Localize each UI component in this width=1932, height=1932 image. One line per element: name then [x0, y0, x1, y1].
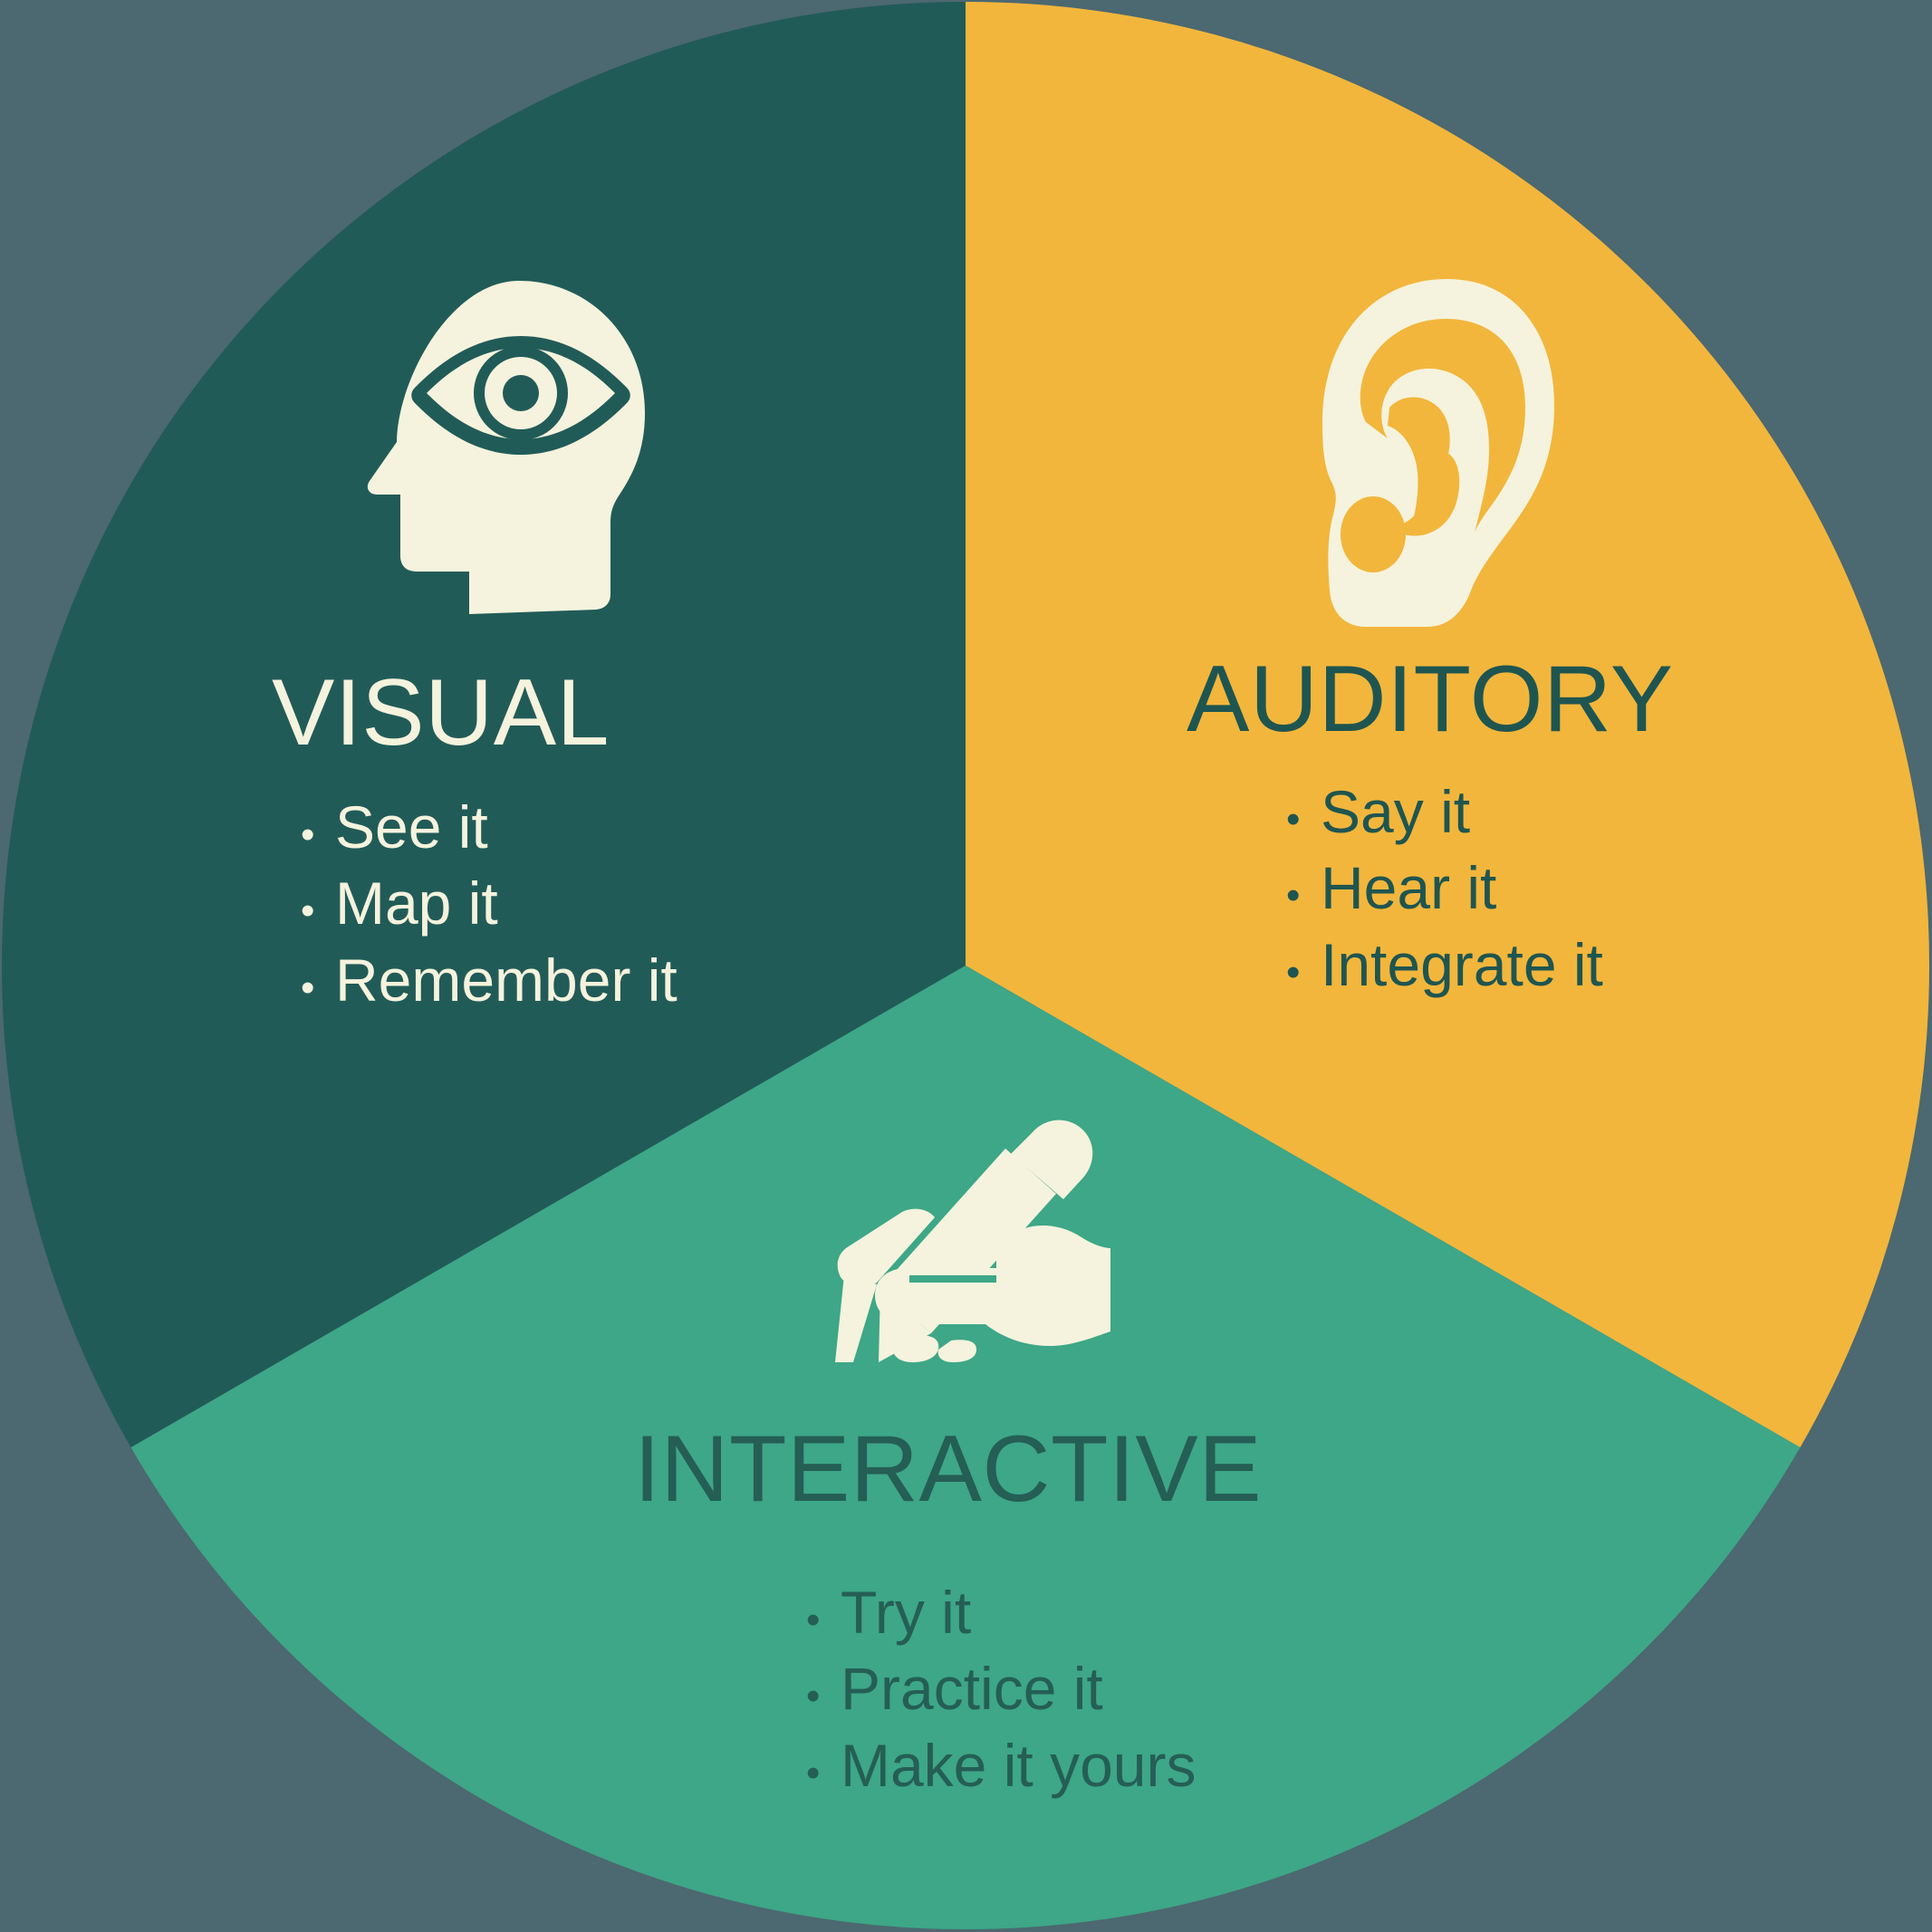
list-item: • Say it — [1286, 774, 1875, 850]
segment-title-interactive: INTERACTIVE — [634, 1417, 1263, 1522]
list-item: • Integrate it — [1286, 927, 1875, 1003]
list-item-label: Make it yours — [841, 1731, 1197, 1799]
pie-slice-auditory[interactable] — [966, 2, 1929, 1447]
segment-list-auditory: • Say it • Hear it • Integrate it — [1286, 774, 1875, 1003]
bullet-icon: • — [1286, 873, 1301, 918]
list-item-label: Practice it — [841, 1655, 1103, 1723]
list-item-label: Integrate it — [1321, 930, 1603, 998]
segment-visual: VISUAL • See it • Map it • Remember it — [272, 666, 960, 1018]
list-item-label: Hear it — [1321, 854, 1497, 922]
segment-auditory: AUDITORY • Say it • Hear it • Integrate … — [1187, 652, 1875, 1003]
list-item: • Practice it — [806, 1650, 1431, 1726]
list-item-label: See it — [335, 793, 488, 860]
list-item-label: Try it — [841, 1579, 972, 1646]
list-item-label: Say it — [1321, 778, 1471, 845]
list-item-label: Remember it — [335, 946, 678, 1014]
bullet-icon: • — [806, 1598, 821, 1642]
segment-list-visual: • See it • Map it • Remember it — [301, 789, 960, 1018]
pie-slice-interactive[interactable] — [130, 966, 1801, 1929]
list-item: • Hear it — [1286, 850, 1875, 926]
bullet-icon: • — [806, 1674, 821, 1719]
segment-title-auditory: AUDITORY — [1187, 647, 1674, 752]
segment-interactive: INTERACTIVE • Try it • Practice it • Mak… — [634, 1422, 1431, 1803]
list-item-label: Map it — [335, 870, 498, 937]
segment-list-interactive: • Try it • Practice it • Make it yours — [806, 1574, 1431, 1803]
list-item: • Make it yours — [806, 1727, 1431, 1803]
bullet-icon: • — [1286, 797, 1301, 841]
list-item: • Map it — [301, 865, 960, 941]
segment-title-visual: VISUAL — [272, 660, 610, 765]
list-item: • Try it — [806, 1574, 1431, 1650]
bullet-icon: • — [301, 812, 315, 857]
bullet-icon: • — [301, 965, 315, 1010]
bullet-icon: • — [806, 1750, 821, 1795]
ear-icon — [1312, 272, 1574, 634]
pie-slice-visual[interactable] — [2, 2, 966, 1447]
bullet-icon: • — [301, 889, 315, 934]
head-eye-icon — [355, 261, 654, 614]
list-item: • See it — [301, 789, 960, 865]
list-item: • Remember it — [301, 942, 960, 1018]
bullet-icon: • — [1286, 949, 1301, 995]
writing-hand-icon — [822, 1094, 1117, 1389]
